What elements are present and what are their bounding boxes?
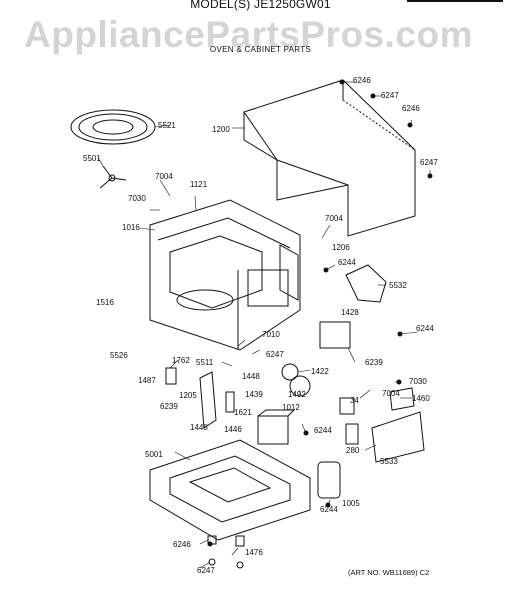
part-label-6244-lower: 6244 [320, 505, 338, 514]
transformer-drawing [257, 409, 296, 445]
screws-drawing [207, 79, 433, 547]
part-label-7010: 7010 [262, 330, 280, 339]
part-label-5532: 5532 [389, 281, 407, 290]
part-label-6244-mid: 6244 [314, 426, 332, 435]
part-label-1448-lower: 1448 [190, 423, 208, 432]
part-label-6247-mid: 6247 [266, 350, 284, 359]
part-label-7030-left: 7030 [128, 194, 146, 203]
watermark-text: AppliancePartsPros.com [24, 14, 473, 55]
turntable-tray-drawing [70, 109, 156, 145]
part-label-1206: 1206 [332, 243, 350, 252]
part-label-6246-top: 6246 [353, 76, 371, 85]
part-label-7004-left: 7004 [155, 172, 173, 181]
part-label-1448-upper: 1448 [242, 372, 260, 381]
part-label-5526: 5526 [110, 351, 128, 360]
part-label-280: 280 [346, 446, 360, 455]
part-label-5533: 5533 [380, 457, 398, 466]
part-label-6247-right: 6247 [420, 158, 438, 167]
part-label-7004-mid: 7004 [325, 214, 343, 223]
part-label-34: 34 [350, 396, 359, 405]
part-label-6244-upper: 6244 [338, 258, 356, 267]
magnetron-and-fan-drawing [281, 264, 387, 397]
part-label-1492: 1492 [288, 390, 306, 399]
part-label-1016: 1016 [122, 223, 140, 232]
part-label-1460: 1460 [412, 394, 430, 403]
oven-cavity-drawing [149, 199, 301, 351]
part-label-1200: 1200 [212, 125, 230, 134]
part-label-1121: 1121 [190, 180, 208, 189]
section-title: OVEN & CABINET PARTS [209, 45, 312, 54]
part-label-1428: 1428 [341, 308, 359, 317]
part-label-6247-bottom: 6247 [197, 566, 215, 575]
part-label-1476: 1476 [245, 548, 263, 557]
part-label-1005: 1005 [342, 499, 360, 508]
part-label-1439: 1439 [245, 390, 263, 399]
roller-support-drawing [99, 165, 127, 189]
part-label-1446: 1446 [224, 425, 242, 434]
part-label-1422: 1422 [311, 367, 329, 376]
part-label-1516: 1516 [96, 298, 114, 307]
base-plate-drawing [149, 439, 311, 541]
part-label-6239-right: 6239 [365, 358, 383, 367]
part-label-1621: 1621 [234, 408, 252, 417]
part-label-5521: 5521 [158, 121, 176, 130]
capacitor-drawing [317, 397, 359, 499]
model-title: MODEL(S) JE1250GW01 [190, 0, 331, 11]
feet-drawing [207, 535, 245, 569]
part-label-6246-bottom: 6246 [173, 540, 191, 549]
part-label-1762: 1762 [172, 356, 190, 365]
part-label-5001: 5001 [145, 450, 163, 459]
leader-lines [97, 81, 431, 569]
part-label-5511: 5511 [196, 358, 214, 367]
part-label-6247-top: 6247 [381, 91, 399, 100]
header-rule [407, 0, 503, 2]
part-label-6246-right: 6246 [402, 104, 420, 113]
art-number: (ART NO. WB11689) C2 [348, 568, 430, 577]
outer-cabinet-drawing [243, 79, 416, 237]
part-label-1487: 1487 [138, 376, 156, 385]
part-label-5501: 5501 [83, 154, 101, 163]
part-label-1012: 1012 [282, 403, 300, 412]
part-label-1205: 1205 [179, 391, 197, 400]
part-label-7004-right: 7004 [382, 389, 400, 398]
side-bracket-drawing [371, 387, 425, 463]
part-label-7030-right: 7030 [409, 377, 427, 386]
door-latch-drawing [165, 367, 235, 429]
part-label-6239-left: 6239 [160, 402, 178, 411]
part-label-6244-right: 6244 [416, 324, 434, 333]
